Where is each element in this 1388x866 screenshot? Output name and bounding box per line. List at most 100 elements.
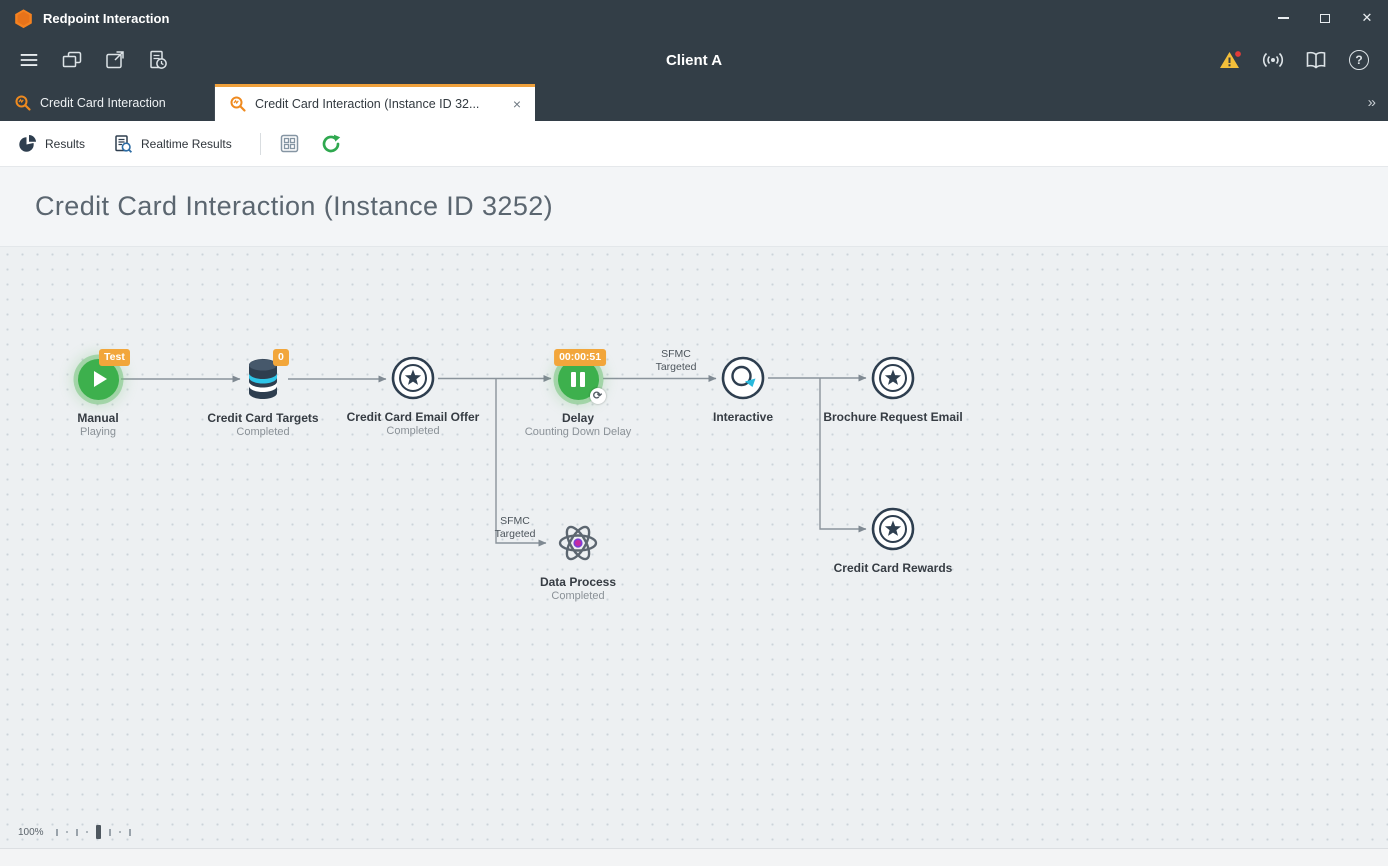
workflow-node-credit-card-email-offer[interactable]: Credit Card Email Offer Completed (328, 355, 498, 437)
node-name: Interactive (712, 410, 774, 424)
tab-close-button[interactable]: × (512, 96, 521, 112)
toolbar-left-group (16, 47, 171, 73)
workflow-canvas[interactable]: SFMC Targeted SFMC Targeted Test Manual … (0, 247, 1388, 848)
maximize-icon (1320, 13, 1330, 23)
connections-button[interactable] (1260, 47, 1286, 73)
open-window-icon (106, 51, 124, 69)
node-status: Playing (79, 426, 117, 438)
close-button[interactable]: ✕ (1361, 10, 1373, 25)
node-name: Brochure Request Email (823, 410, 963, 424)
minimize-button[interactable] (1262, 0, 1304, 36)
tab-credit-card-interaction-instance[interactable]: Credit Card Interaction (Instance ID 32.… (215, 84, 535, 121)
workflow-node-interactive[interactable]: Interactive (658, 355, 828, 425)
cascade-windows-icon (62, 51, 82, 68)
zoom-tick (108, 828, 111, 836)
test-badge: Test (99, 349, 130, 366)
node-name: Credit Card Email Offer (346, 410, 480, 424)
open-window-button[interactable] (102, 47, 128, 73)
book-icon (1306, 51, 1326, 69)
node-name: Credit Card Targets (207, 411, 319, 425)
refresh-icon (322, 134, 340, 152)
node-icon-area (658, 355, 828, 401)
alerts-button[interactable] (1217, 47, 1243, 73)
zoom-tick (55, 828, 58, 836)
minimize-icon (1277, 17, 1289, 19)
interactive-icon (721, 356, 765, 400)
redpoint-logo-icon (15, 8, 32, 28)
tab-label: Credit Card Interaction (40, 95, 166, 110)
hamburger-icon (20, 54, 38, 66)
zoom-handle[interactable] (95, 825, 101, 839)
app-title: Redpoint Interaction (43, 10, 170, 26)
workflow-node-data-process[interactable]: Data Process Completed (493, 520, 663, 602)
node-name: Manual (77, 411, 119, 425)
menu-button[interactable] (16, 47, 42, 73)
refresh-button[interactable] (320, 133, 342, 155)
node-status: Completed (236, 426, 290, 438)
interaction-icon (15, 95, 31, 111)
help-icon: ? (1349, 50, 1369, 70)
workflow-node-credit-card-targets[interactable]: 0 Credit Card Targets Completed (178, 349, 348, 438)
results-label: Results (45, 136, 86, 151)
workflow-node-manual[interactable]: Test Manual Playing (13, 349, 183, 438)
page-title: Credit Card Interaction (Instance ID 325… (35, 191, 554, 221)
cascade-windows-button[interactable] (59, 47, 85, 73)
tab-credit-card-interaction[interactable]: Credit Card Interaction (0, 84, 215, 121)
edge-label-sfmc-targeted-1: SFMC Targeted (655, 348, 697, 373)
node-name: Credit Card Rewards (833, 561, 953, 575)
realtime-results-label: Realtime Results (141, 136, 232, 151)
main-toolbar: Client A (0, 36, 1388, 84)
document-search-icon (115, 134, 133, 153)
tab-overflow-button[interactable]: » (1367, 94, 1376, 111)
workflow-node-delay[interactable]: 00:00:51 ⟳ Delay Counting Down Delay (493, 349, 663, 438)
star-icon (871, 507, 915, 551)
warning-icon (1219, 49, 1242, 68)
toolbar-right-group: ? (1217, 47, 1372, 73)
node-name: Data Process (539, 575, 617, 589)
schedule-button[interactable] (145, 47, 171, 73)
zoom-label: 100% (18, 826, 44, 838)
countdown-badge: 00:00:51 (554, 349, 607, 366)
toolbar-divider (259, 132, 261, 155)
play-triangle (93, 371, 107, 387)
node-name: Delay (561, 411, 595, 425)
star-icon (871, 356, 915, 400)
pie-chart-icon (19, 135, 36, 152)
node-status: Completed (386, 425, 440, 437)
atom-icon (558, 525, 598, 561)
actionbar: Results Realtime Results (0, 121, 1388, 167)
grid-icon (280, 134, 298, 153)
workflow-node-credit-card-rewards[interactable]: Credit Card Rewards (808, 506, 978, 576)
zoom-tick (75, 828, 78, 836)
edge-label-sfmc-targeted-2: SFMC Targeted (494, 515, 536, 540)
node-icon-area (13, 356, 183, 402)
documentation-button[interactable] (1303, 47, 1329, 73)
titlebar: Redpoint Interaction ✕ (0, 0, 1388, 36)
maximize-button[interactable] (1304, 0, 1346, 36)
sync-icon: ⟳ (589, 387, 606, 404)
help-button[interactable]: ? (1346, 47, 1372, 73)
node-icon-area (493, 520, 663, 566)
broadcast-icon (1262, 52, 1284, 68)
results-button[interactable]: Results (18, 134, 85, 153)
star-icon (391, 356, 435, 400)
workflow-node-brochure-request-email[interactable]: Brochure Request Email (808, 355, 978, 425)
dashboard-button[interactable] (279, 133, 300, 154)
database-icon (249, 359, 277, 399)
node-status: Counting Down Delay (524, 426, 632, 438)
count-badge: 0 (273, 349, 289, 366)
workflow-edges (121, 374, 867, 547)
node-icon-area (808, 355, 978, 401)
node-status: Completed (551, 590, 605, 602)
zoom-control: 100% (18, 825, 131, 839)
window-controls: ✕ (1262, 0, 1388, 36)
tabbar: Credit Card Interaction Credit Card Inte… (0, 84, 1388, 121)
horizontal-scrollbar[interactable] (0, 848, 1388, 866)
zoom-tick (85, 831, 88, 833)
pause-bars (571, 371, 585, 387)
node-icon-area (328, 355, 498, 401)
zoom-tick (118, 831, 121, 833)
realtime-results-button[interactable]: Realtime Results (113, 134, 232, 154)
tab-label: Credit Card Interaction (Instance ID 32.… (255, 97, 480, 111)
